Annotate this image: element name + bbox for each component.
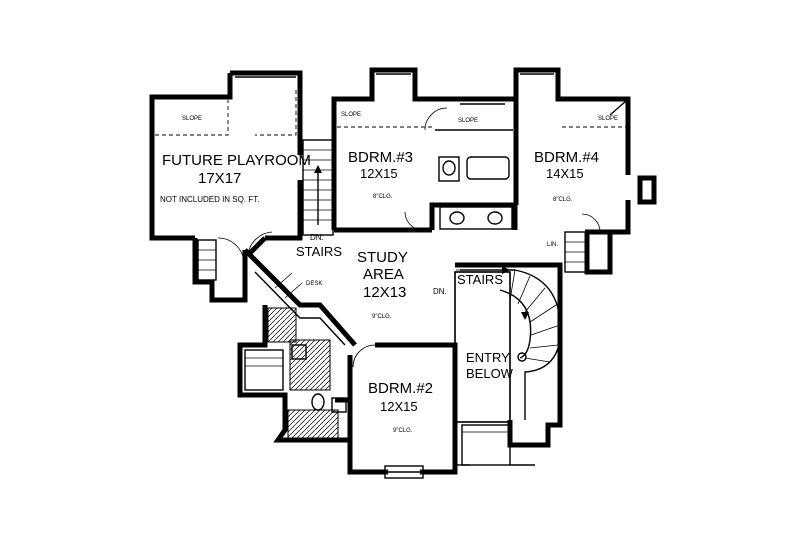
study-name-2: AREA	[363, 266, 404, 283]
shared-bath	[424, 96, 518, 230]
playroom-name: FUTURE PLAYROOM	[162, 152, 311, 169]
bdrm4-size: 14X15	[546, 166, 584, 181]
study-name-1: STUDY	[357, 249, 408, 266]
left-stairs-label: STAIRS	[296, 244, 342, 259]
bdrm4-name: BDRM.#4	[534, 149, 599, 166]
bdrm3-ceiling: 8"CLG.	[373, 194, 393, 200]
left-dn-label: DN.	[310, 233, 324, 242]
entry-line1: ENTRY	[466, 350, 510, 365]
study-ceiling: 9"CLG.	[372, 314, 392, 320]
playroom-walls	[149, 70, 303, 241]
right-dn-label: DN.	[433, 287, 447, 296]
bdrm3-slope-label: SLOPE	[341, 112, 361, 118]
right-stairs-label: STAIRS	[457, 272, 503, 287]
bdrm2-ceiling: 9"CLG.	[393, 428, 413, 434]
playroom-slope-label: SLOPE	[182, 116, 202, 122]
bath2	[237, 305, 353, 443]
bdrm3-size: 12X15	[360, 166, 398, 181]
entry-line2: BELOW	[466, 366, 514, 381]
bdrm4-walls	[513, 67, 657, 275]
bdrm2-size: 12X15	[380, 399, 418, 414]
playroom-note: NOT INCLUDED IN SQ. FT.	[160, 195, 259, 204]
playroom-closet	[192, 237, 248, 303]
bdrm4-slope-label: SLOPE	[598, 116, 618, 122]
desk-label: DESK	[306, 281, 322, 287]
left-stair	[302, 139, 334, 236]
study-size: 12X13	[363, 284, 406, 301]
bdrm4-ceiling: 8"CLG.	[553, 197, 573, 203]
bdrm3-name: BDRM.#3	[348, 149, 413, 166]
playroom-size: 17X17	[198, 170, 241, 187]
desk-area	[243, 248, 357, 347]
bdrm3-walls	[331, 67, 432, 233]
entry-stair	[454, 266, 563, 466]
bdrm2-name: BDRM.#2	[368, 380, 433, 397]
bath-slope-label: SLOPE	[458, 118, 478, 124]
linen-label: LIN.	[547, 242, 558, 248]
